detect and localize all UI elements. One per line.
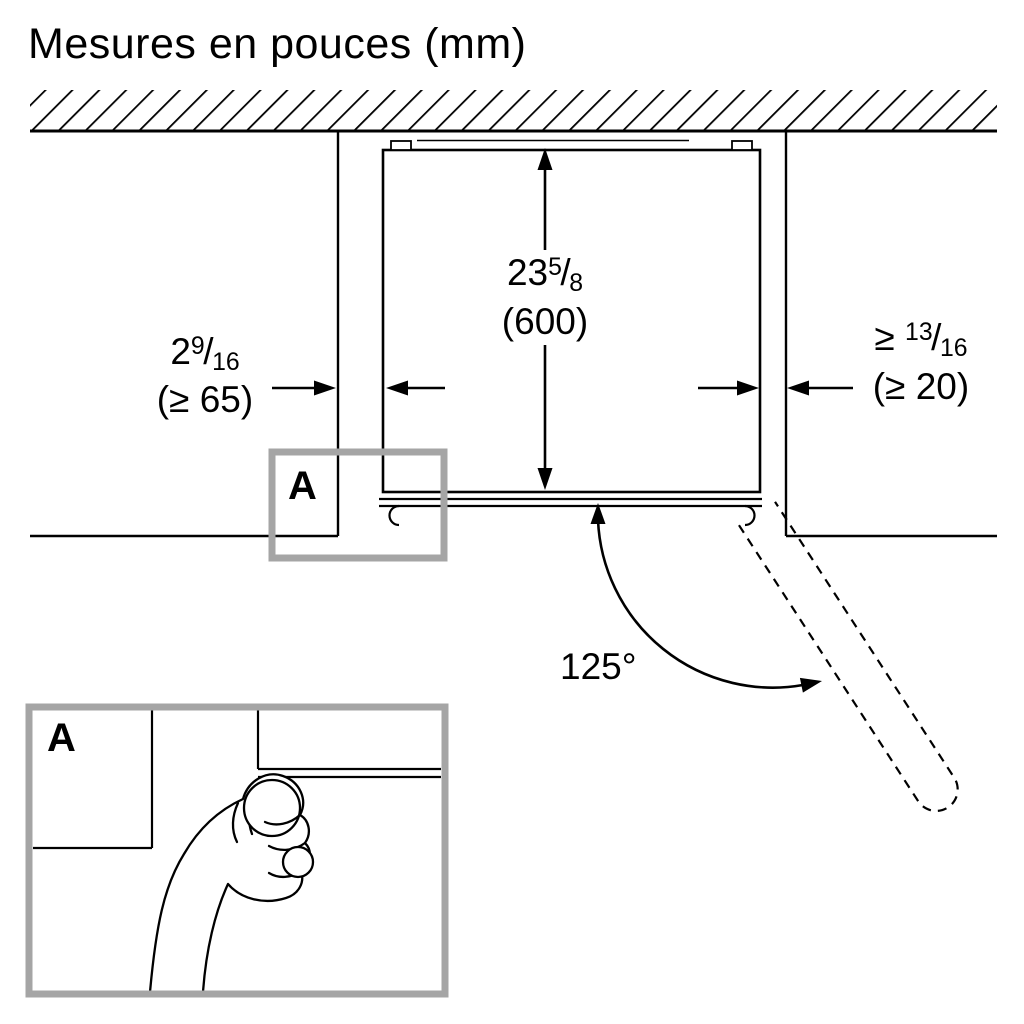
open-door-dashed-path bbox=[738, 501, 959, 812]
finger-separation-line bbox=[231, 801, 240, 844]
arrowheads bbox=[314, 148, 809, 490]
gripping-finger-line bbox=[267, 841, 307, 851]
depth-arrowhead-down bbox=[537, 468, 553, 490]
dimension-arrows bbox=[272, 168, 853, 470]
depth-inches: 235/8 bbox=[506, 252, 584, 298]
adjustable-foot-knob bbox=[242, 778, 302, 838]
page-title: Mesures en pouces (mm) bbox=[28, 20, 527, 68]
right-gap-mm: (≥ 20) bbox=[872, 366, 970, 407]
swing-arc-arrowhead-end bbox=[799, 677, 822, 693]
left-gap-arrowhead-left bbox=[386, 380, 408, 396]
left-gap-dimension-label: 29/16 (≥ 65) bbox=[157, 330, 253, 421]
open-door-outline bbox=[738, 501, 959, 812]
depth-arrowhead-up bbox=[537, 148, 553, 170]
left-gap-arrowhead-right bbox=[314, 380, 336, 396]
detail-view-letter: A bbox=[47, 716, 76, 760]
left-gap-inches: 29/16 bbox=[170, 331, 240, 377]
swing-arc-arrowhead-up bbox=[590, 503, 606, 524]
right-gap-inches: ≥ 13/16 bbox=[874, 317, 968, 363]
left-foot-curl bbox=[388, 504, 400, 527]
right-gap-arrowhead-right bbox=[737, 380, 759, 396]
gripping-finger-line bbox=[263, 813, 302, 826]
ceiling-hatch bbox=[30, 90, 997, 131]
door-angle-label: 125° bbox=[560, 646, 637, 687]
right-gap-arrowhead-left bbox=[787, 380, 809, 396]
right-top-spacer bbox=[731, 140, 753, 151]
right-gap-dimension-label: ≥ 13/16 (≥ 20) bbox=[873, 316, 969, 409]
detail-view-content bbox=[33, 710, 441, 991]
door-swing-arc bbox=[596, 519, 804, 689]
depth-mm: (600) bbox=[501, 301, 589, 342]
left-top-spacer bbox=[390, 140, 412, 151]
detail-marker-letter: A bbox=[288, 464, 317, 508]
detail-view-box bbox=[25, 703, 449, 998]
appliance-body bbox=[381, 148, 762, 494]
thumb-tip bbox=[281, 845, 315, 879]
depth-dimension-label: 235/8 (600) bbox=[502, 251, 588, 344]
right-foot-curl bbox=[744, 504, 756, 527]
hand-illustration bbox=[148, 773, 315, 991]
left-gap-mm: (≥ 65) bbox=[156, 379, 254, 420]
detail-callout-box bbox=[268, 448, 448, 562]
